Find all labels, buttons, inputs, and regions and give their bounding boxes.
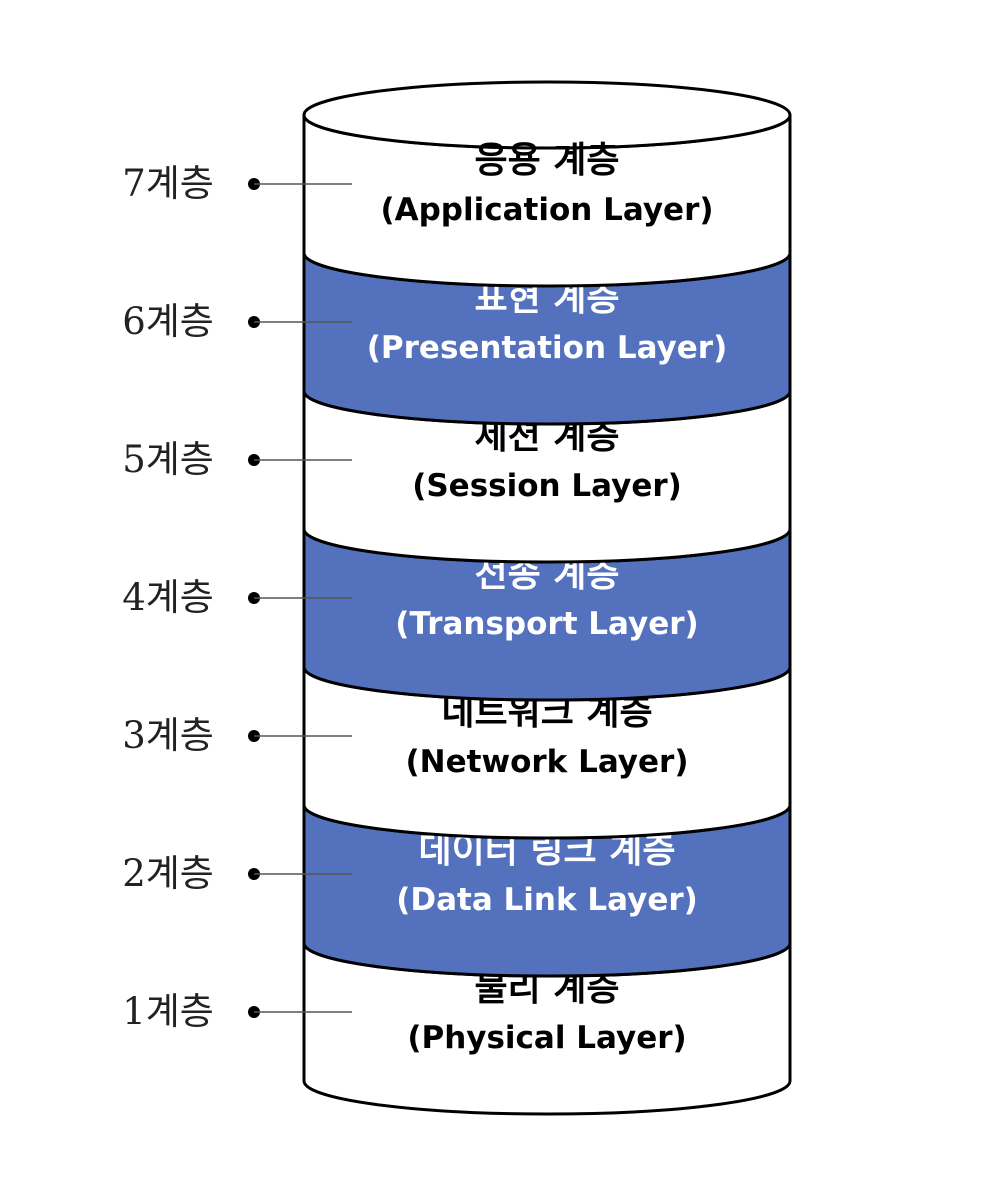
layer-name-en-6: (Presentation Layer) [367, 330, 728, 366]
level-label-7: 7계층 [122, 162, 214, 205]
layer-name-7: 응용 계층 [474, 140, 619, 181]
level-label-1: 1계층 [122, 990, 214, 1033]
level-labels: 1계층 2계층 3계층 4계층 5계층 6계층 7계층 [122, 162, 352, 1033]
level-label-5: 5계층 [122, 438, 214, 481]
layer-name-en-7: (Application Layer) [380, 192, 713, 228]
layer-name-en-3: (Network Layer) [406, 744, 689, 780]
level-label-2: 2계층 [122, 852, 214, 895]
layer-name-en-2: (Data Link Layer) [396, 882, 698, 918]
layer-name-en-4: (Transport Layer) [395, 606, 698, 642]
layer-name-en-1: (Physical Layer) [407, 1020, 686, 1056]
level-label-4: 4계층 [122, 576, 214, 619]
cylinder-top [302, 80, 792, 150]
level-label-3: 3계층 [122, 714, 214, 757]
level-label-6: 6계층 [122, 300, 214, 343]
layer-name-en-5: (Session Layer) [412, 468, 682, 504]
cylinder-bands: 물리 계층(Physical Layer)데이터 링크 계층(Data Link… [302, 80, 792, 1116]
